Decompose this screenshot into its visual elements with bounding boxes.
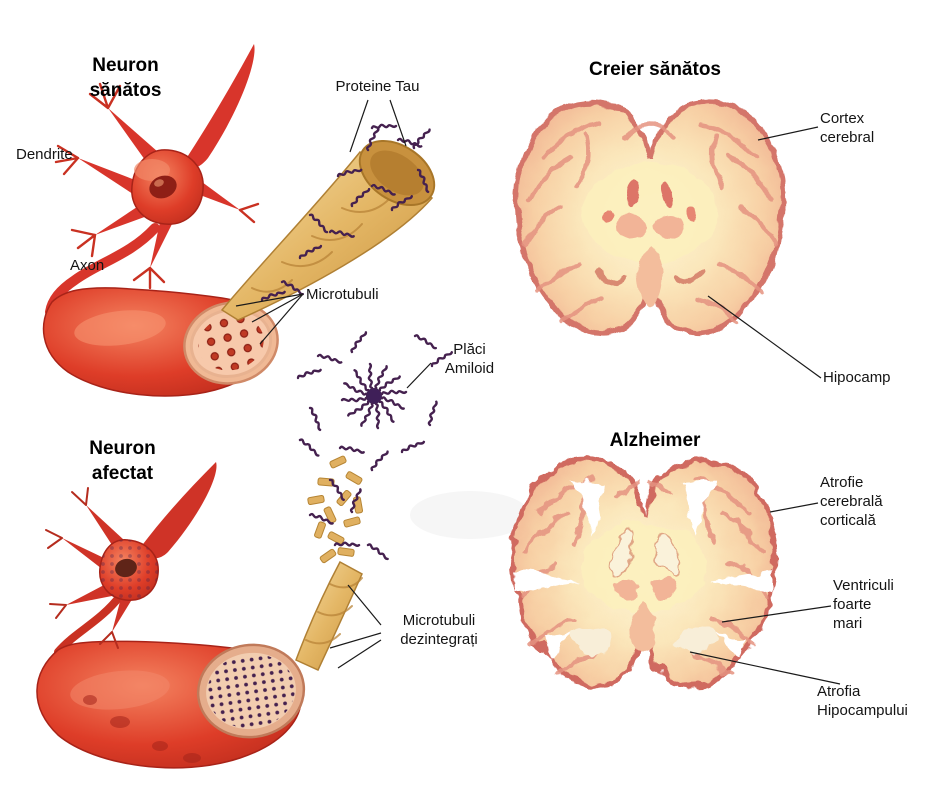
label-hipocamp: Hipocamp [823,369,891,386]
label-placi-amiloid: Plăci Amiloid [444,341,495,377]
title-affected-neuron: Neuron afectat [89,438,156,484]
leader-lines [235,99,841,685]
microtubule-fragments [307,455,364,564]
label-atrofia-hipocampului: Atrofia Hipocampului [817,683,908,719]
label-atrofie-cerebrala-corticala: Atrofie cerebrală corticală [820,474,883,529]
title-alzheimer: Alzheimer [609,430,701,451]
label-axon: Axon [70,257,105,274]
amyloid-plaque-illustration [295,330,530,671]
alzheimer-brain-illustration [514,460,775,699]
healthy-brain-illustration [517,103,784,347]
label-dendrite: Dendrite [16,146,73,163]
title-healthy-brain: Creier sănătos [588,59,721,80]
affected-neuron-illustration [36,462,306,769]
label-cortex-cerebral: Cortex cerebral [820,110,875,146]
healthy-neuron-illustration [42,44,279,397]
label-ventriculi-foarte-mari: Ventriculi foarte mari [833,577,894,632]
label-proteine-tau: Proteine Tau [335,78,420,95]
label-microtubuli: Microtubuli [306,286,379,303]
title-healthy-neuron: Neuron sănătos [89,55,162,101]
tau-microtubule-cone-illustration [220,123,436,321]
label-microtubuli-dezintegrati: Microtubuli dezintegrați [400,612,478,648]
